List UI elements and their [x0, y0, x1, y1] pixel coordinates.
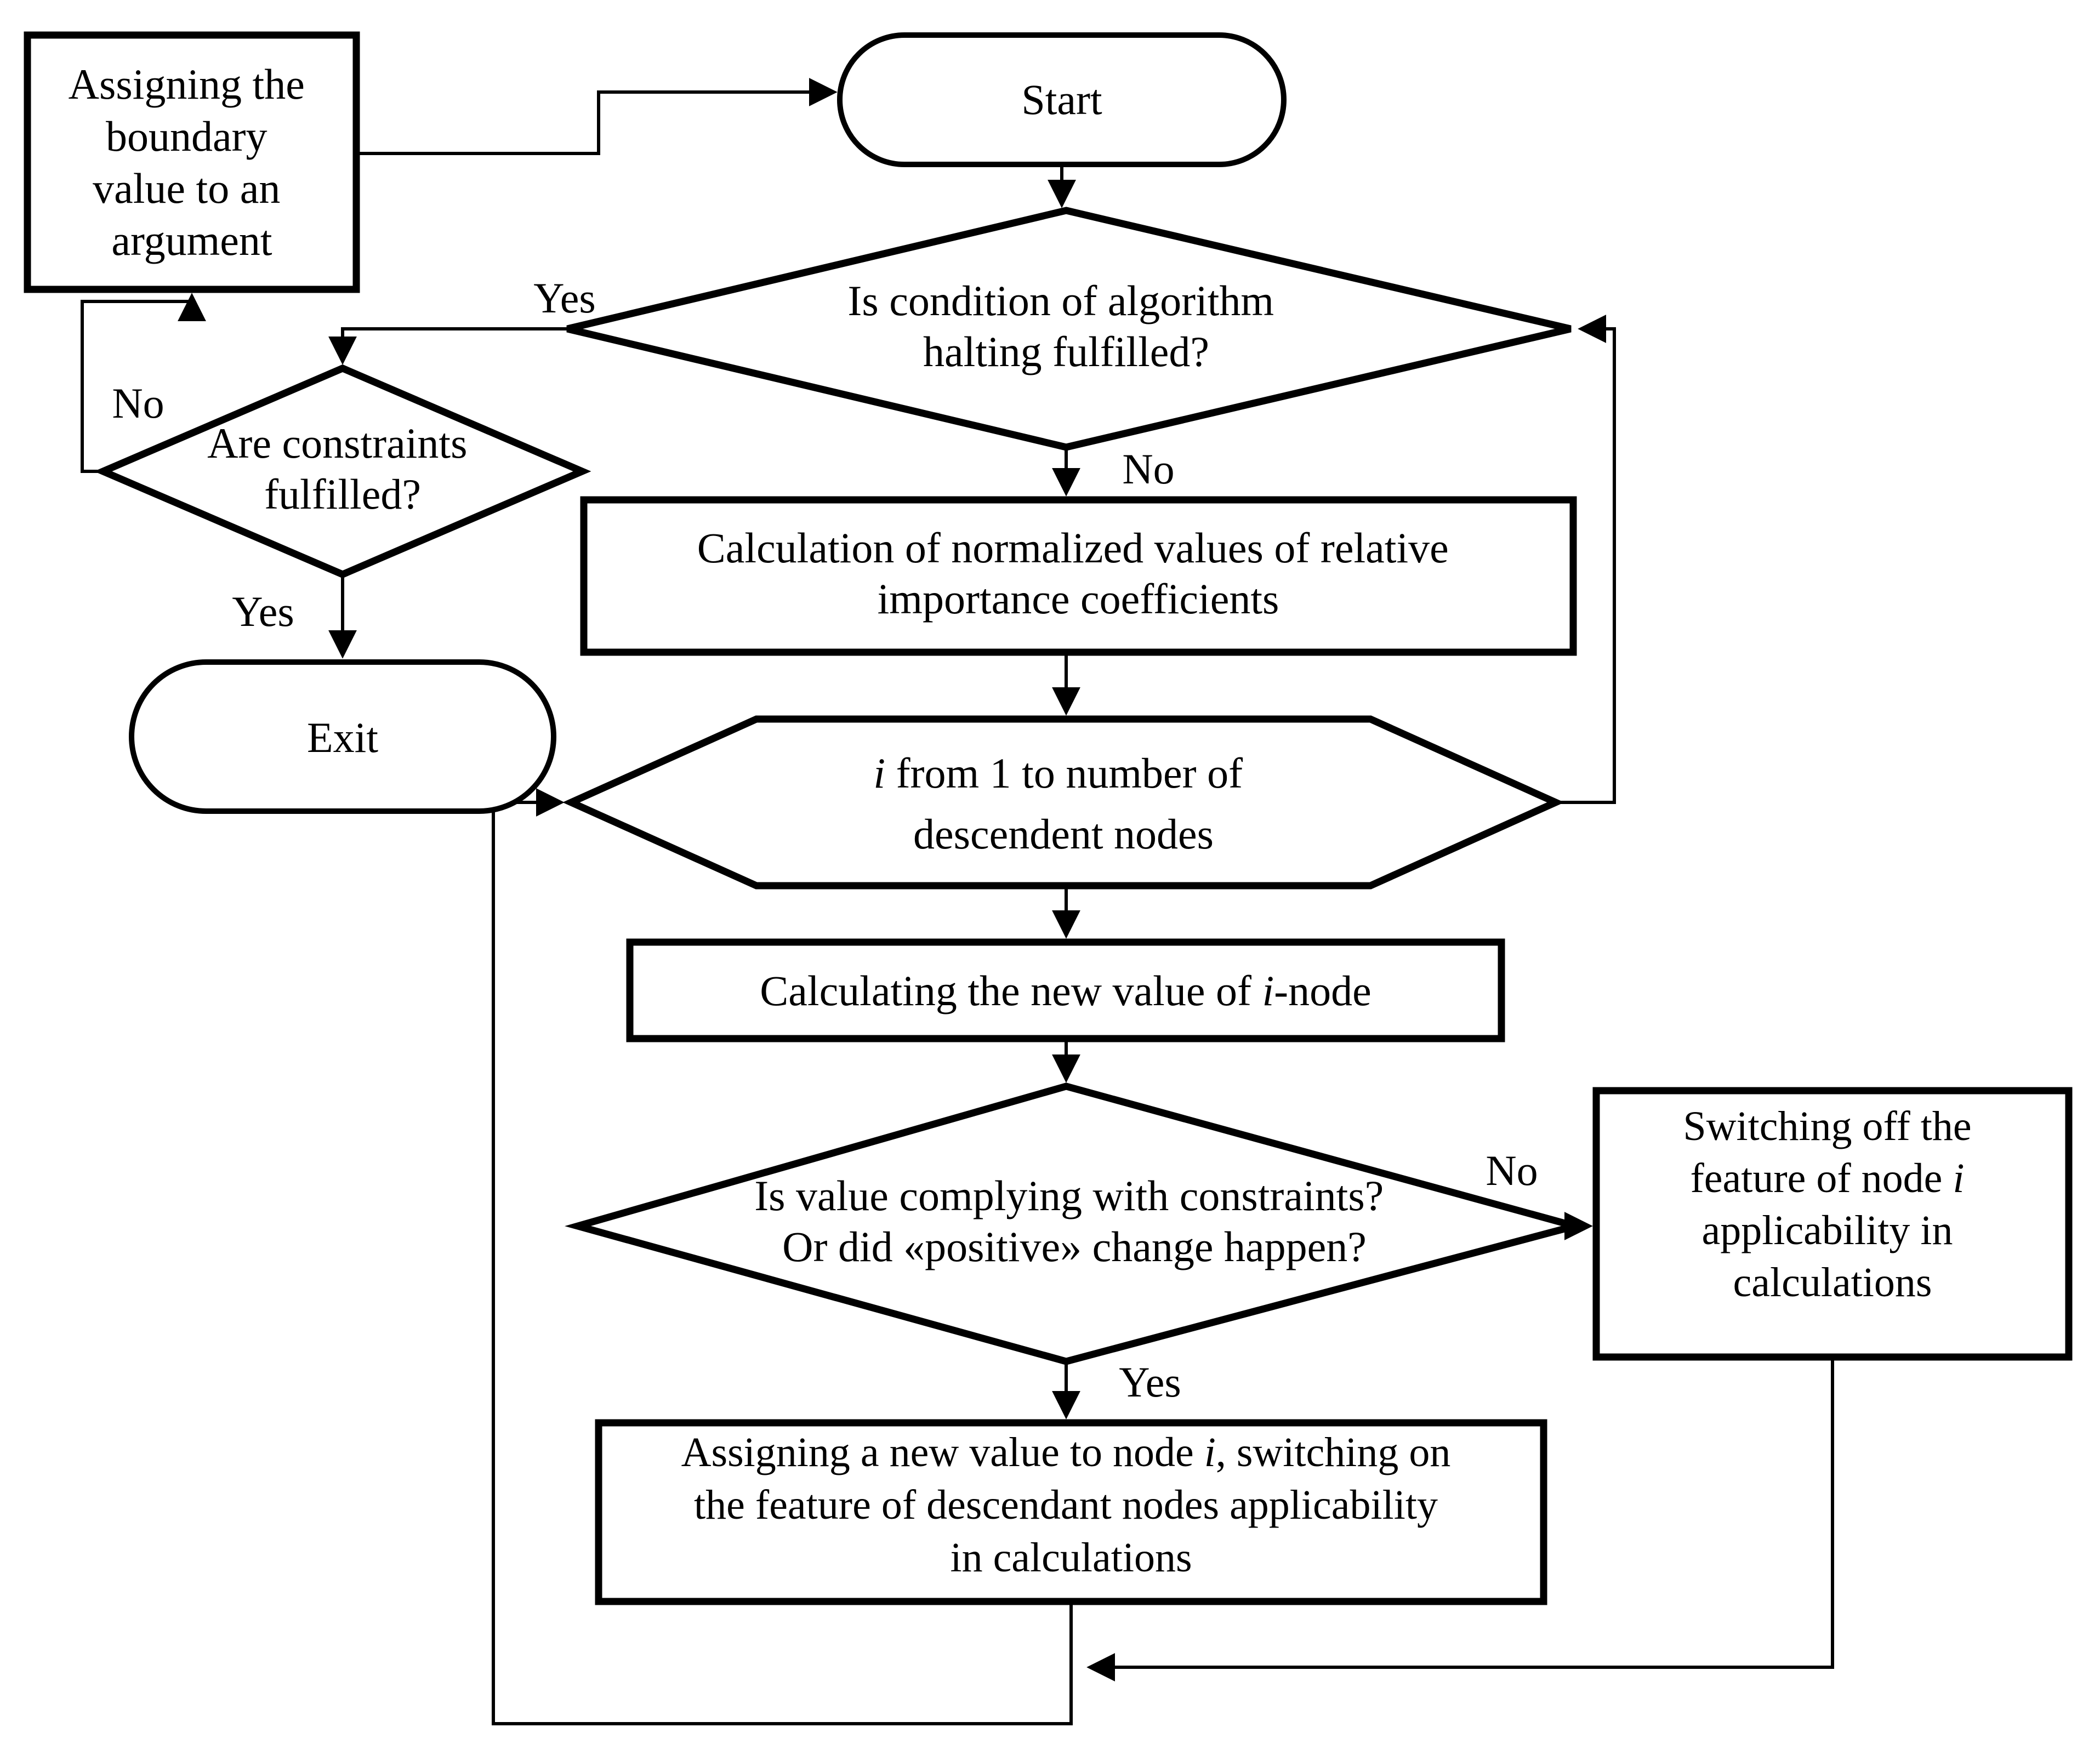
node-halting-label: Is condition of algorithm halting fulfil… — [847, 277, 1284, 375]
node-constraints-label: Are constraints fulfilled? — [207, 419, 478, 518]
node-assign-boundary — [24, 31, 360, 293]
node-halting-decision — [566, 207, 1572, 451]
node-calc-new-label: Calculating the new value of i-node — [760, 967, 1371, 1014]
node-start-label: Start — [1021, 76, 1102, 123]
node-constraints-decision — [94, 364, 591, 579]
edge-label-constraints-no: No — [112, 379, 164, 427]
node-complying-decision — [565, 1082, 1589, 1365]
edge-assign-boundary-to-start — [356, 78, 838, 155]
node-loop-label: i from 1 to number of descendent nodes — [873, 749, 1253, 858]
edge-label-constraints-yes: Yes — [232, 588, 294, 635]
edge-label-complying-no: No — [1486, 1147, 1538, 1194]
node-calc-norm — [580, 496, 1577, 656]
edge-label-halting-no: No — [1122, 445, 1174, 493]
node-start — [837, 32, 1287, 167]
node-exit-label: Exit — [307, 714, 378, 761]
node-assign-new-label: Assigning a new value to node i, switchi… — [681, 1429, 1461, 1581]
node-switch-off — [1592, 1087, 2073, 1361]
edge-label-halting-yes: Yes — [533, 274, 596, 322]
node-calc-new — [626, 938, 1505, 1042]
node-complying-label: Is value complying with constraints? Or … — [754, 1172, 1395, 1270]
node-assign-new — [595, 1419, 1547, 1605]
node-calc-norm-label: Calculation of normalized values of rela… — [697, 524, 1459, 623]
edge-constraints-no-to-assign-boundary — [81, 293, 206, 473]
node-exit — [129, 659, 556, 814]
node-loop-hexagon — [562, 715, 1564, 890]
edge-label-complying-yes: Yes — [1119, 1358, 1181, 1406]
edge-loop-back-to-halting — [1556, 315, 1616, 804]
node-switch-off-label: Switching off the feature of node i appl… — [1683, 1103, 1982, 1306]
edge-halting-yes-to-constraints — [328, 327, 567, 365]
node-assign-boundary-label: Assigning the boundary value to an argum… — [69, 60, 316, 264]
edge-switch-off-to-join — [1086, 1357, 1834, 1681]
